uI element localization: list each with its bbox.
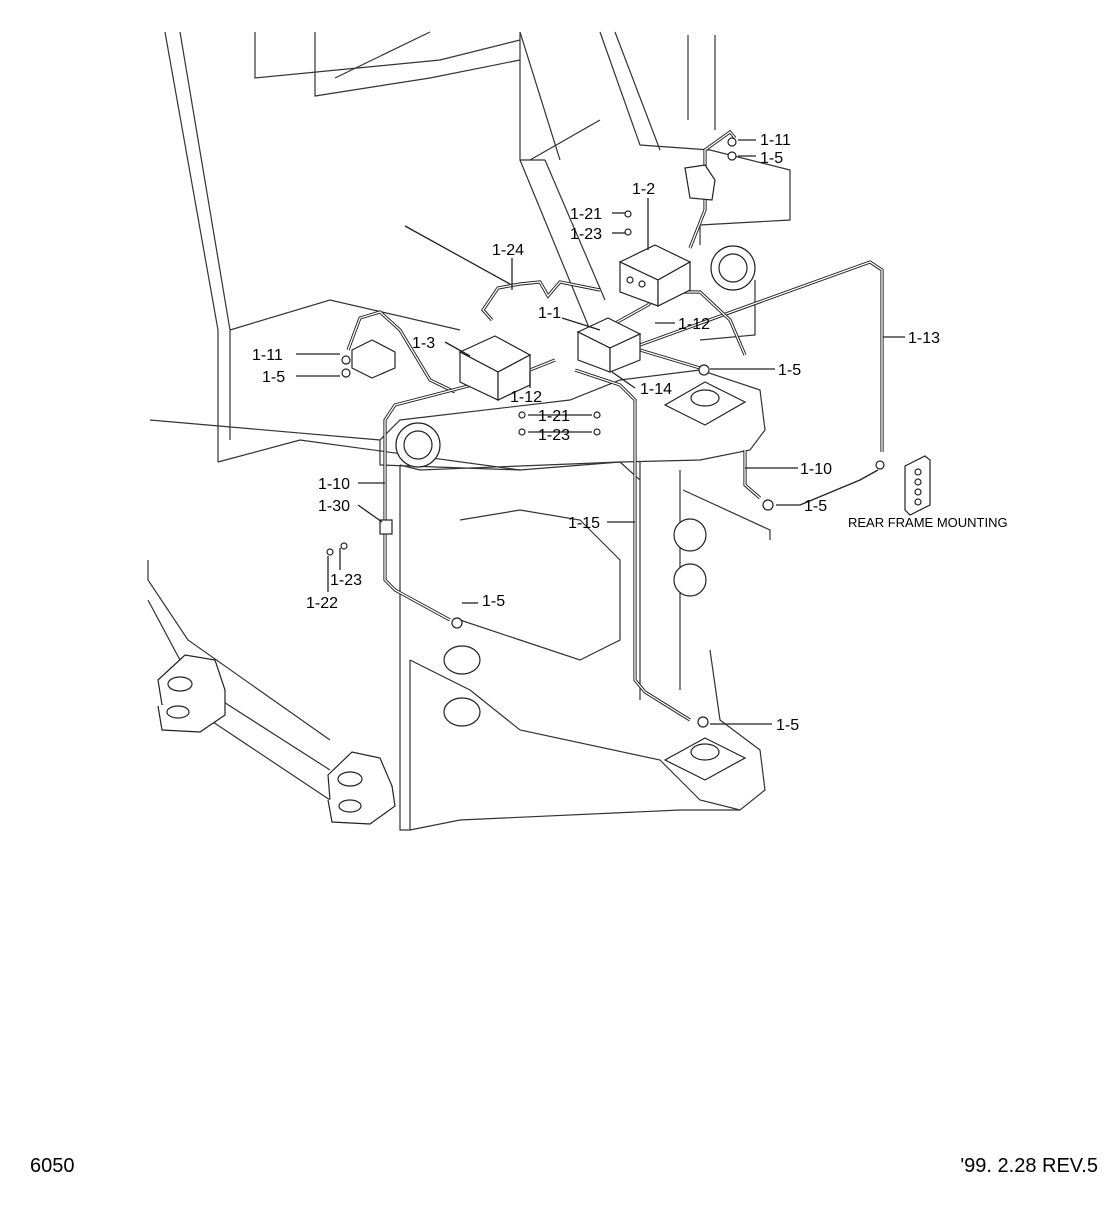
- callout-label: 1-14: [640, 381, 672, 398]
- mount-pad-lower: [663, 737, 747, 781]
- block-1-2: [618, 244, 692, 307]
- bracket-left: [351, 339, 396, 379]
- rear-frame-mounting-plate: [904, 455, 931, 516]
- left-lug-upper: [157, 654, 226, 733]
- rear-frame-plate: [379, 369, 771, 831]
- frame-pin-boss-left: [395, 422, 441, 468]
- tower-pin-boss: [710, 245, 756, 291]
- callout-label: 1-30: [318, 498, 350, 515]
- callout-label: 1-12: [678, 316, 710, 333]
- mount-pad-upper: [663, 381, 747, 426]
- callout-label: 1-3: [412, 335, 435, 352]
- callout-label: 1-11: [252, 347, 283, 364]
- callout-label: 1-1: [538, 305, 561, 322]
- callout-label: 1-13: [908, 330, 940, 347]
- callout-label: 1-11: [760, 132, 791, 149]
- callout-labels: 1-11 1-5 1-2 1-21 1-23 1-24 1-12 1-1 1-1…: [252, 132, 940, 734]
- callout-label: 1-24: [492, 242, 524, 259]
- callout-label: 1-5: [760, 150, 783, 167]
- callout-label: 1-5: [262, 369, 285, 386]
- block-1-3: [458, 335, 532, 401]
- callout-label: 1-12: [510, 389, 542, 406]
- revision-stamp: '99. 2.28 REV.5: [960, 1155, 1098, 1177]
- fittings: [326, 137, 885, 728]
- callout-label: 1-10: [318, 476, 350, 493]
- callout-label: 1-5: [776, 717, 799, 734]
- callout-label: 1-23: [330, 572, 362, 589]
- left-frame-outline: [147, 31, 621, 801]
- rear-frame-mounting-note: REAR FRAME MOUNTING: [848, 515, 1008, 530]
- callout-label: 1-15: [568, 515, 600, 532]
- callout-label: 1-23: [538, 427, 570, 444]
- left-lug-lower: [327, 751, 396, 825]
- block-1-1: [576, 317, 642, 373]
- frame-pin-boss-center: [443, 518, 707, 727]
- right-tower-outline: [519, 31, 791, 341]
- page-number: 6050: [30, 1155, 75, 1177]
- callout-label: 1-21: [570, 206, 602, 223]
- bracket-right: [684, 164, 716, 201]
- callout-label: 1-21: [538, 408, 570, 425]
- callout-label: 1-5: [778, 362, 801, 379]
- grease-lines: [346, 129, 884, 722]
- callout-label: 1-5: [482, 593, 505, 610]
- callout-label: 1-22: [306, 595, 338, 612]
- callout-label: 1-23: [570, 226, 602, 243]
- leader-lines: [296, 139, 905, 725]
- callout-label: 1-2: [632, 181, 655, 198]
- callout-label: 1-10: [800, 461, 832, 478]
- callout-label: 1-5: [804, 498, 827, 515]
